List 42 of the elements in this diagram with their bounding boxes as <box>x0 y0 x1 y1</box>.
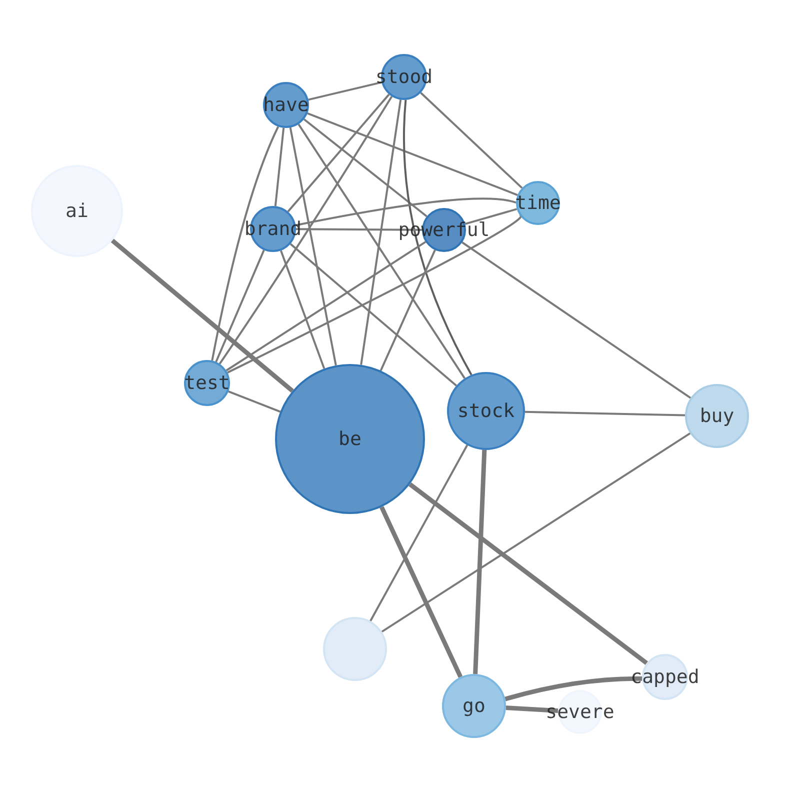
node-label: severe <box>546 702 614 722</box>
node-label: have <box>263 96 309 114</box>
connector-line <box>464 208 518 225</box>
connector-line <box>218 96 393 364</box>
node-label: time <box>515 194 561 212</box>
connector-line <box>211 126 280 361</box>
connector-line <box>380 250 436 372</box>
connector-line <box>360 100 402 365</box>
connector-line <box>110 238 294 393</box>
connector-line <box>381 432 691 633</box>
connector-line <box>226 241 426 372</box>
connector-line <box>524 410 686 416</box>
connector-line <box>296 198 516 226</box>
connector-line <box>287 94 390 212</box>
connector-line <box>308 81 382 101</box>
connector-line <box>290 243 457 386</box>
connector-line <box>462 242 692 399</box>
node-label: go <box>462 696 486 716</box>
node-label: capped <box>630 668 700 686</box>
connector-line <box>473 450 487 674</box>
node-label: buy <box>700 406 734 426</box>
connector-line <box>307 112 518 196</box>
connector-line <box>504 676 642 702</box>
connector-line <box>215 250 265 362</box>
connector-line <box>420 92 523 189</box>
connector-line <box>289 127 337 366</box>
connector-line <box>280 250 326 369</box>
connector-line <box>370 444 468 622</box>
connector-line <box>408 482 648 665</box>
node-label: ai <box>66 202 88 220</box>
connector-line <box>227 214 521 374</box>
node-label: stock <box>457 402 515 420</box>
connector-line <box>380 506 463 678</box>
connector-line <box>506 706 558 713</box>
connector-line <box>403 100 472 376</box>
connector-line <box>228 390 281 413</box>
connector-line <box>298 124 466 379</box>
connector-line <box>303 118 428 218</box>
connector-line <box>296 228 422 231</box>
connector-line <box>274 128 285 206</box>
node-label: test <box>184 374 230 392</box>
node-label: be <box>338 430 362 448</box>
